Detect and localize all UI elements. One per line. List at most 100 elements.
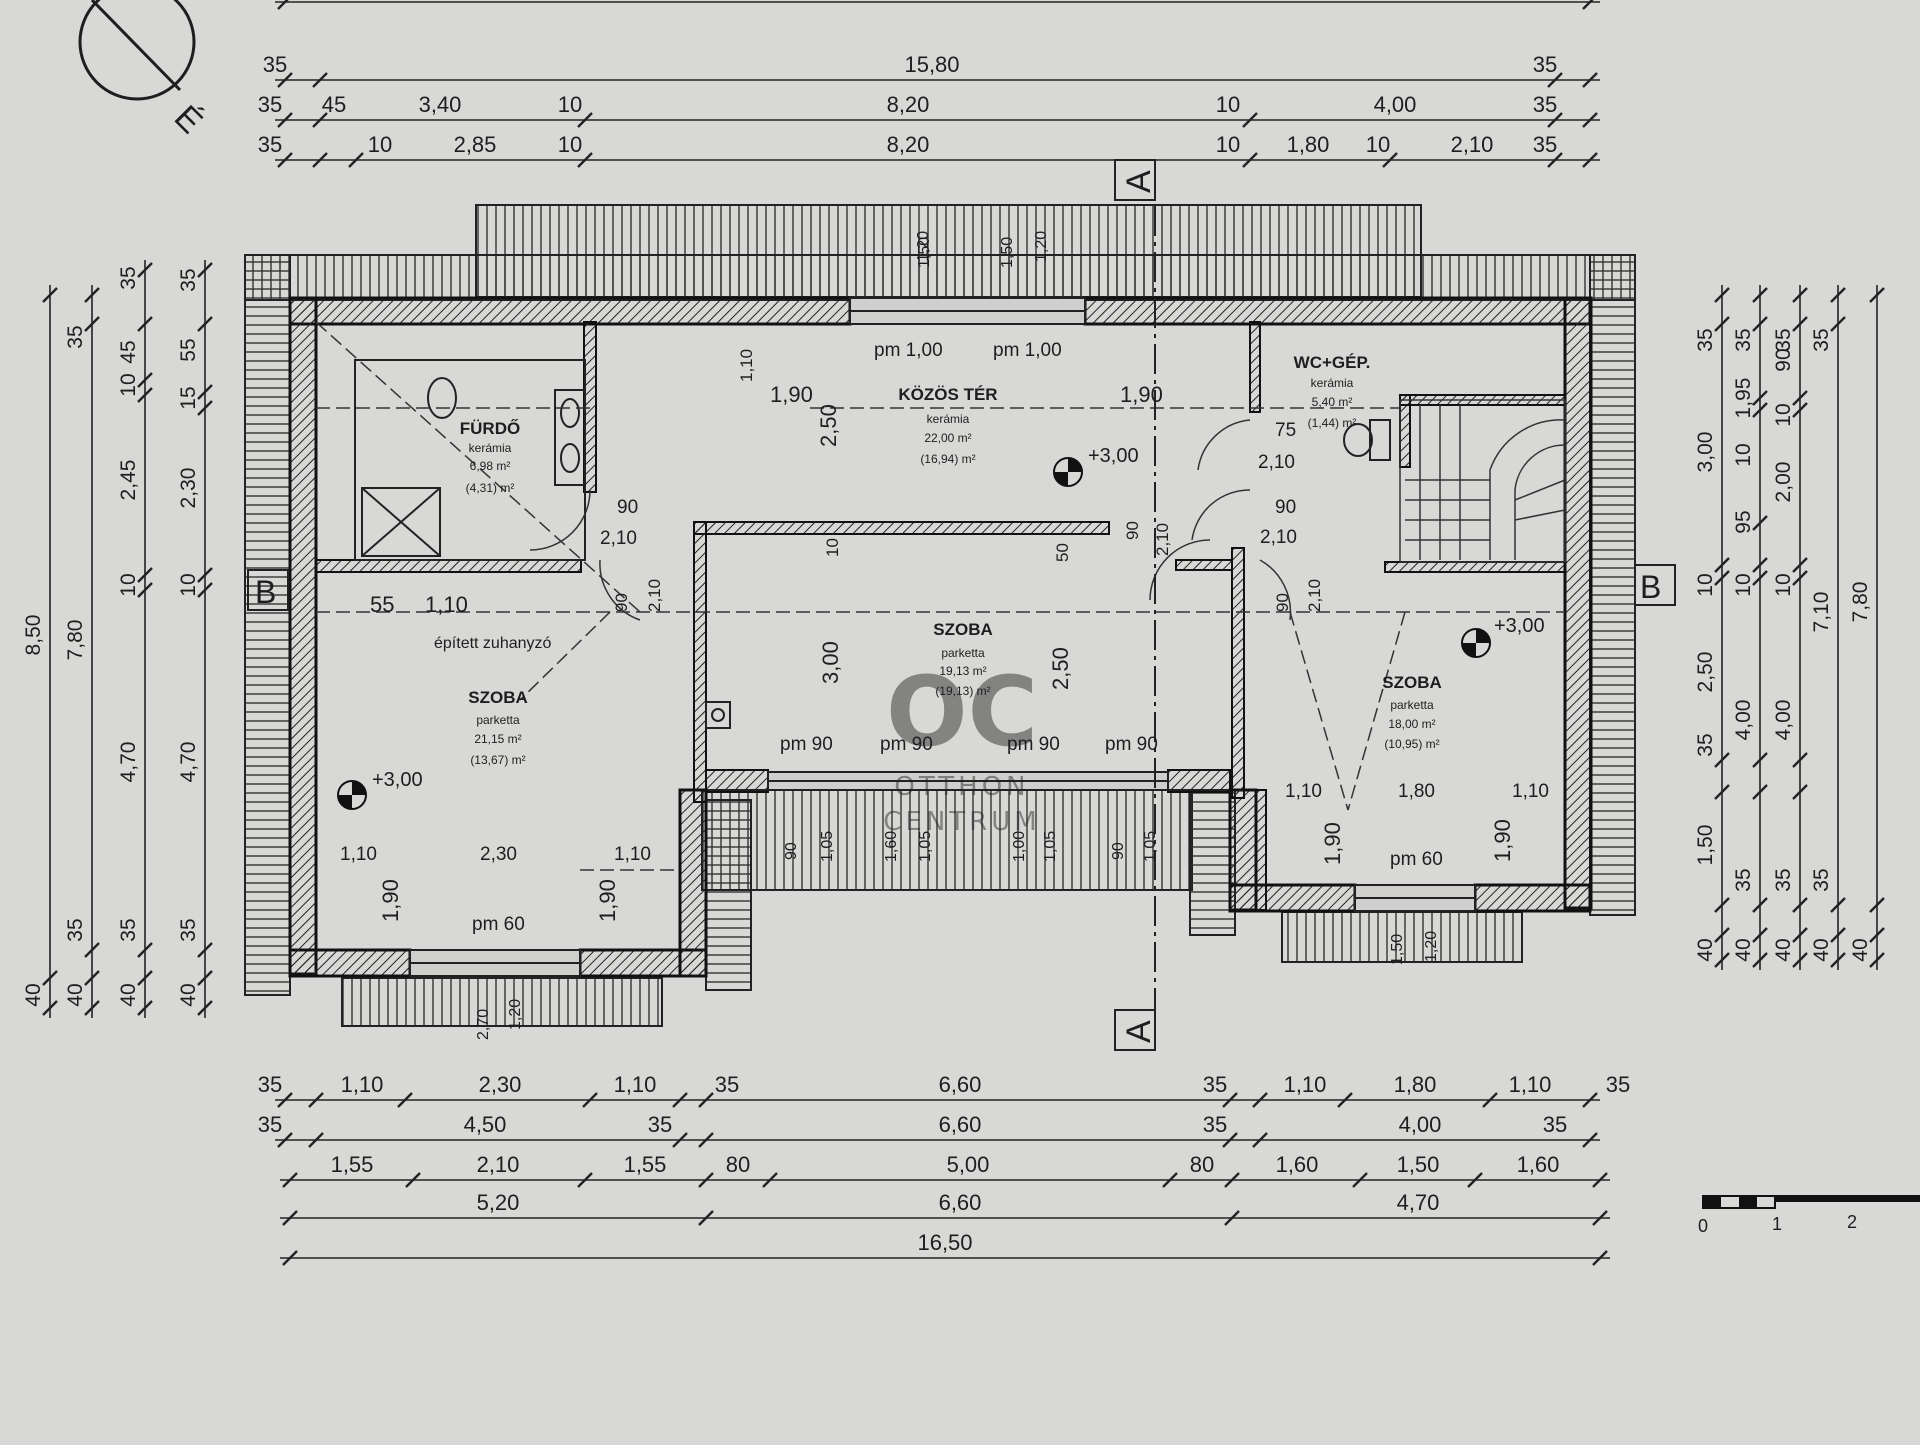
dim-top-bottom-label-4-0: 35 — [258, 1072, 282, 1097]
dim-75: 75 — [1275, 420, 1296, 441]
dim-top-bottom-label-5-6: 35 — [1543, 1112, 1567, 1137]
dim-top-bottom-label-5-1: 4,50 — [464, 1112, 507, 1137]
dim-side-label-3-6: 35 — [177, 918, 200, 941]
dim-1-10-f: 1,10 — [614, 844, 651, 865]
dimension-tick — [137, 262, 153, 278]
dim-3-00: 3,00 — [818, 641, 843, 684]
dimension-tick — [1869, 897, 1885, 913]
dim-side-label-5-7: 40 — [1732, 938, 1755, 961]
dim-90-g: 90 — [1110, 842, 1127, 860]
dim-top-bottom-label-2-7: 35 — [1533, 92, 1557, 117]
dimension-tick — [1752, 752, 1768, 768]
dim-10-a: 10 — [823, 538, 842, 557]
dimension-tick — [197, 942, 213, 958]
dim-top-bottom-label-8-0: 16,50 — [917, 1230, 972, 1255]
dim-top-bottom-label-2-1: 45 — [322, 92, 346, 117]
dimension-tick — [1162, 1172, 1178, 1188]
dim-top-bottom-label-3-0: 35 — [258, 132, 282, 157]
dim-top-bottom-label-4-10: 35 — [1606, 1072, 1630, 1097]
dimension-tick — [698, 1092, 714, 1108]
room-area: 22,00 m² — [924, 431, 971, 445]
dimension-texts: 16,503515,803535453,40108,20104,00353510… — [22, 52, 1872, 1255]
dimension-tick — [1830, 952, 1846, 968]
dim-1-05-d: 1,05 — [1142, 831, 1159, 862]
dim-1-50-c: 1,50 — [1389, 934, 1406, 965]
room-szoba-left: SZOBA parketta 21,15 m² (13,67) m² — [468, 688, 528, 767]
dim-top-bottom-label-2-0: 35 — [258, 92, 282, 117]
dim-1-60: 1,60 — [883, 831, 900, 862]
room-szoba-right: SZOBA parketta 18,00 m² (10,95) m² — [1382, 673, 1442, 751]
dimension-tick — [1869, 287, 1885, 303]
dimension-tick — [137, 1000, 153, 1016]
dimension-tick — [1792, 927, 1808, 943]
dim-side-label-5-1: 1,95 — [1732, 378, 1755, 419]
dimension-tick — [397, 1092, 413, 1108]
dim-side-label-5-5: 4,00 — [1732, 700, 1755, 741]
level-marker-left: +3,00 — [337, 769, 423, 810]
dim-1-20-b: 1,20 — [915, 231, 932, 262]
dimension-tick — [277, 72, 293, 88]
dim-1-10-b: 1,10 — [425, 592, 468, 617]
dim-1-80: 1,80 — [1398, 781, 1435, 802]
dim-side-label-0-0: 8,50 — [22, 615, 45, 656]
dim-side-label-1-1: 7,80 — [64, 620, 87, 661]
dim-side-label-6-4: 10 — [1772, 573, 1795, 596]
room-net-area: (10,95) m² — [1384, 737, 1439, 751]
door-swings — [529, 419, 1292, 621]
dimension-tick — [1752, 927, 1768, 943]
dimension-tick — [1714, 316, 1730, 332]
dim-55: 55 — [370, 592, 394, 617]
dimension-tick — [84, 970, 100, 986]
dim-top-bottom-label-3-2: 2,85 — [454, 132, 497, 157]
section-a-top: A — [1120, 170, 1158, 193]
dim-1-10-d: 1,10 — [1512, 781, 1549, 802]
watermark-line2: CENTRUM — [883, 807, 1040, 837]
level-marker-center: +3,00 — [1053, 445, 1139, 487]
dim-side-label-2-6: 35 — [117, 918, 140, 941]
dim-1-50-b: 1,50 — [999, 237, 1016, 268]
dim-1-05-a: 1,05 — [819, 831, 836, 862]
bathroom-fixtures — [354, 359, 1391, 561]
dimension-tick — [1582, 112, 1598, 128]
dimension-tick — [1714, 287, 1730, 303]
dim-side-label-7-0: 35 — [1810, 328, 1833, 351]
dim-side-label-3-7: 40 — [177, 983, 200, 1006]
room-kozos: KÖZÖS TÉR kerámia 22,00 m² (16,94) m² — [898, 385, 997, 466]
dimension-lines — [42, 0, 1885, 1266]
dimension-tick — [577, 152, 593, 168]
dimension-tick — [1547, 112, 1563, 128]
dimension-tick — [1252, 1092, 1268, 1108]
dimension-tick — [1830, 316, 1846, 332]
dim-side-label-4-2: 10 — [1694, 573, 1717, 596]
dim-top-bottom-label-1-2: 35 — [1533, 52, 1557, 77]
dimension-tick — [577, 112, 593, 128]
dimension-tick — [1869, 927, 1885, 943]
dim-50: 50 — [1053, 543, 1072, 562]
dim-2-10-e: 2,10 — [645, 579, 664, 612]
dimension-tick — [1752, 515, 1768, 531]
dim-side-label-4-4: 35 — [1694, 733, 1717, 756]
dim-top-bottom-label-3-9: 35 — [1533, 132, 1557, 157]
dim-side-label-6-7: 40 — [1772, 938, 1795, 961]
dimension-tick — [1467, 1172, 1483, 1188]
dim-1-90-e: 1,90 — [1320, 822, 1345, 865]
dimension-tick — [137, 970, 153, 986]
room-finish: parketta — [941, 646, 985, 660]
dimension-tick — [197, 384, 213, 400]
dim-top-bottom-label-5-2: 35 — [648, 1112, 672, 1137]
dimension-tick — [197, 400, 213, 416]
dimension-tick — [1752, 570, 1768, 586]
dim-1-10-e: 1,10 — [340, 844, 377, 865]
room-finish: kerámia — [469, 441, 512, 455]
dim-1-50-a: 1,50 — [916, 237, 933, 268]
interior-walls — [315, 321, 1566, 911]
pm60-left: pm 60 — [472, 914, 525, 935]
room-area: 6,98 m² — [470, 459, 511, 473]
room-net-area: (19,13) m² — [935, 684, 990, 698]
dim-90-a: 90 — [1275, 497, 1296, 518]
dimension-tick — [1222, 1132, 1238, 1148]
dim-top-bottom-label-6-4: 5,00 — [947, 1152, 990, 1177]
pm90-2: pm 90 — [880, 734, 933, 755]
dimension-tick — [1592, 1172, 1608, 1188]
